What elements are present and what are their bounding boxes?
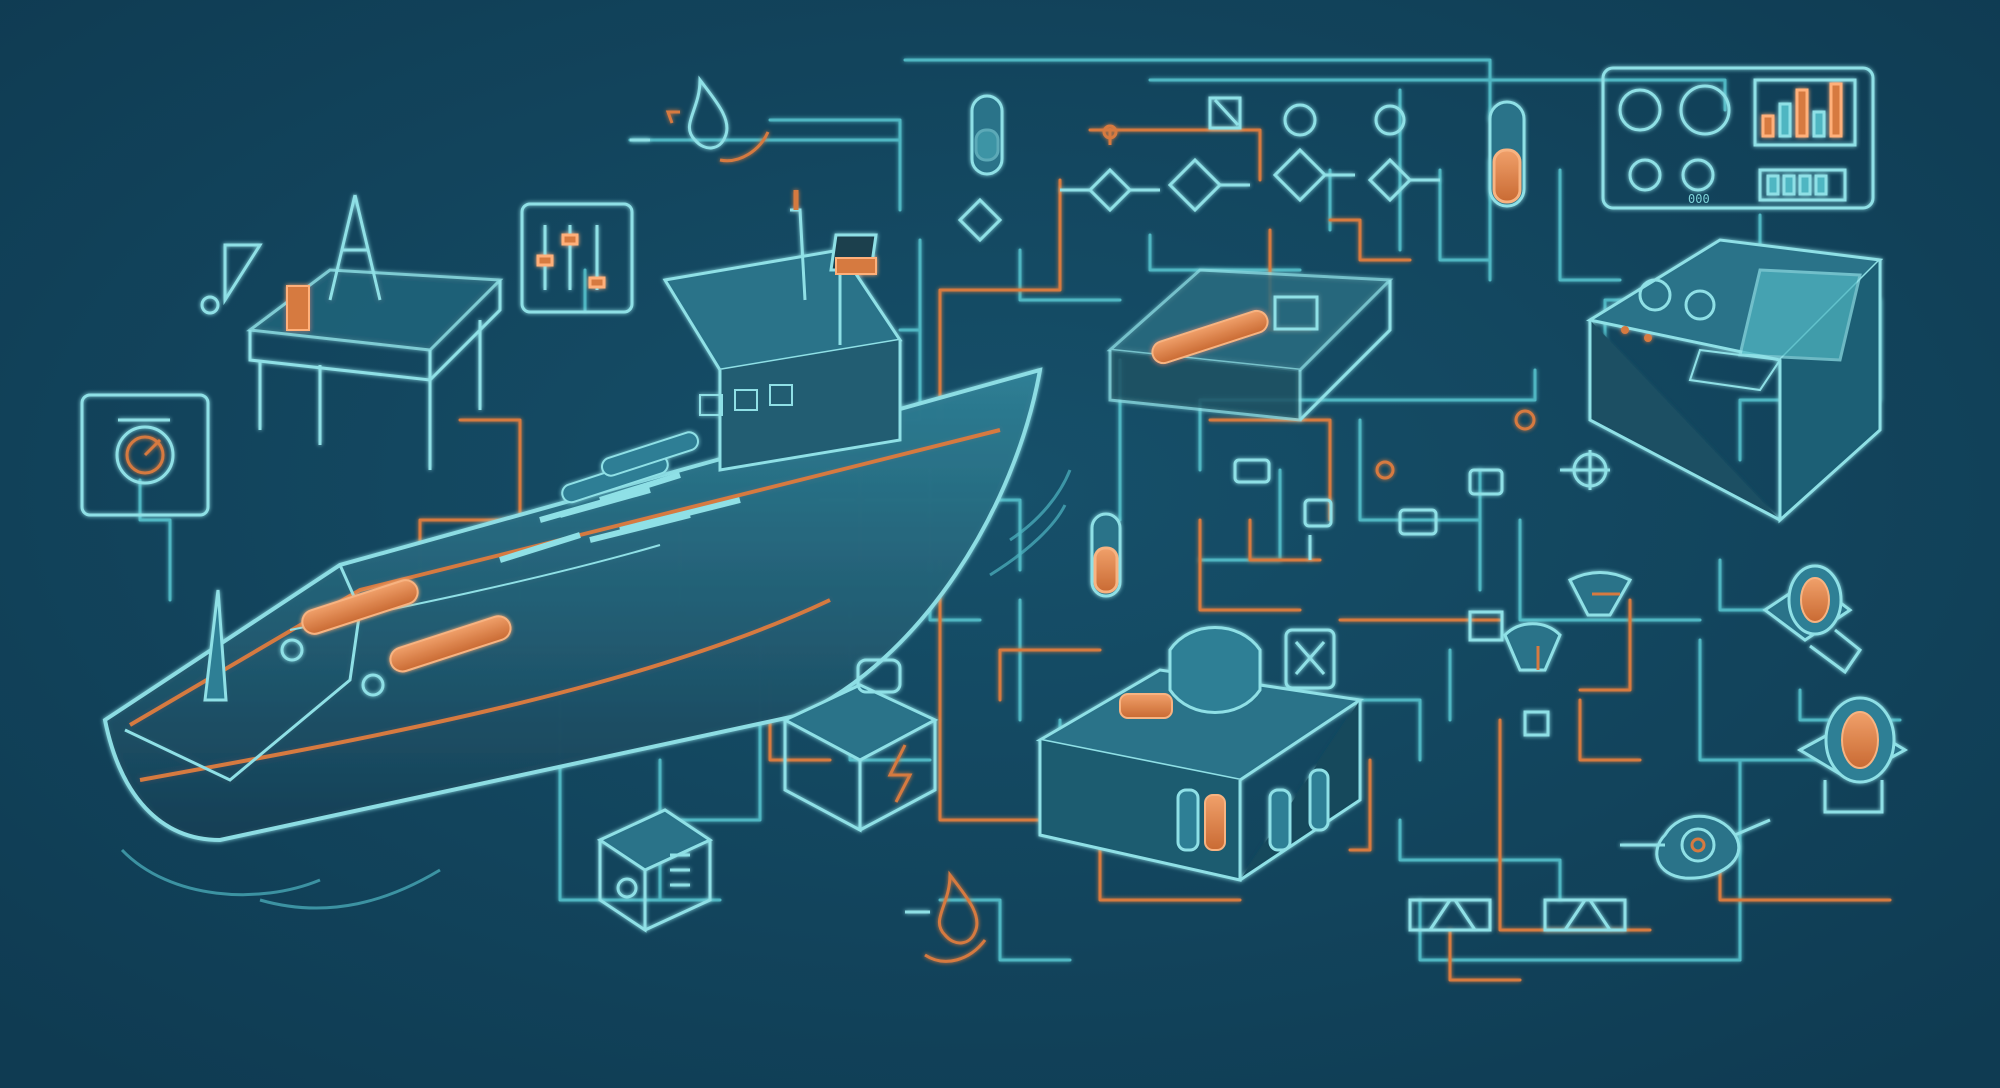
oil-rig-icon (200, 194, 504, 470)
control-console-icon (1586, 238, 1884, 524)
pump-motor-icon (1035, 626, 1365, 882)
water-waves (120, 469, 1072, 910)
valve-icon (1233, 409, 1610, 560)
valve-icon (957, 96, 1440, 243)
accumulator-icon (970, 94, 1526, 598)
panel-small-label: 000 (1688, 192, 1710, 206)
cylinder-icon (280, 431, 699, 697)
mixer-sliders-icon (520, 202, 634, 314)
battery-icon (596, 808, 714, 933)
winch-icon (1762, 564, 1909, 814)
chart-panel-icon (1601, 66, 1875, 210)
drop-icon (905, 870, 987, 963)
ship-icon (102, 190, 1043, 843)
pump-motor-icon (1408, 571, 1771, 932)
pump-motor-icon (781, 658, 939, 833)
cylinder-icon (1106, 268, 1394, 422)
gauge-icon (80, 393, 210, 517)
drop-icon (630, 75, 770, 163)
